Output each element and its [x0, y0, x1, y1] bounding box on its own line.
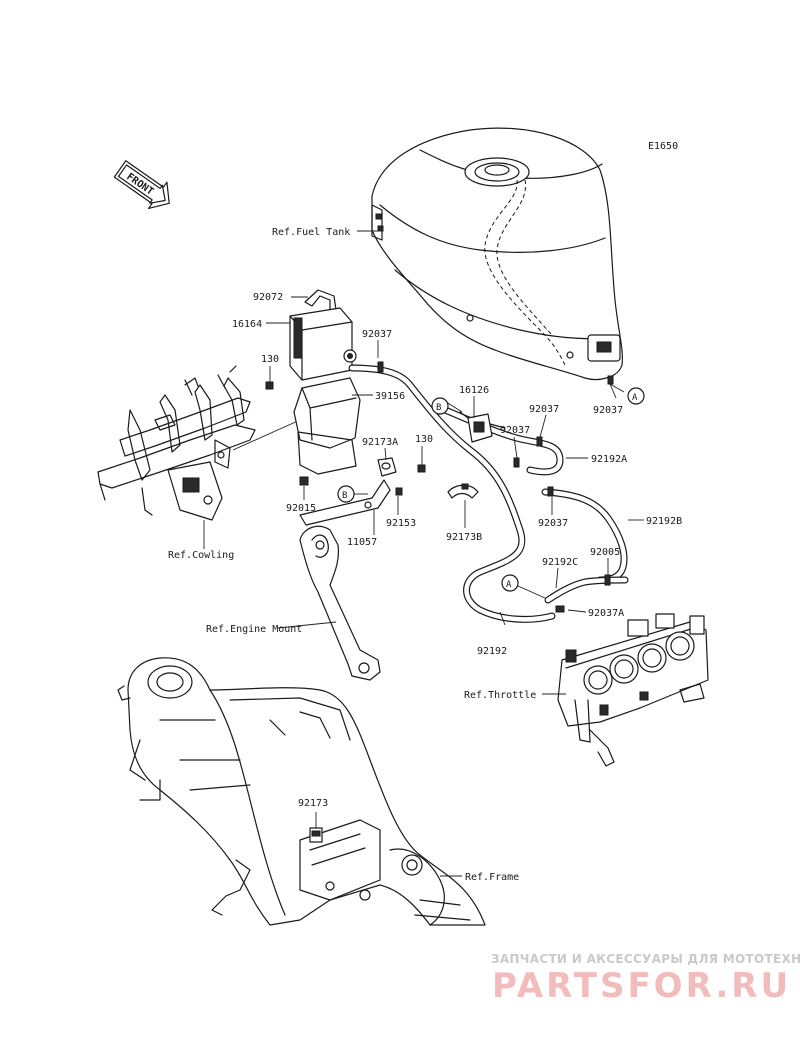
- label-ref-engine-mount: Ref.Engine Mount: [206, 624, 302, 635]
- label-92037-e: 92037: [538, 518, 568, 529]
- label-16164: 16164: [232, 319, 262, 330]
- label-16126: 16126: [459, 385, 489, 396]
- label-130-a: 130: [261, 354, 279, 365]
- label-92173a: 92173A: [362, 437, 398, 448]
- bolt-130b: [417, 464, 426, 473]
- label-92037a: 92037A: [588, 608, 624, 619]
- label-92005: 92005: [590, 547, 620, 558]
- cowling-bracket: [97, 365, 256, 521]
- svg-text:A: A: [506, 580, 512, 590]
- watermark-logo: PARTSFOR.RU: [492, 966, 792, 1006]
- bolt-130a: [265, 381, 274, 390]
- label-92192a: 92192A: [591, 454, 627, 465]
- grommet-92173a: [377, 457, 397, 477]
- callout-b-top: B: [431, 397, 449, 415]
- bolt-92153: [395, 487, 403, 496]
- label-92173b: 92173B: [446, 532, 482, 543]
- svg-text:B: B: [342, 491, 347, 501]
- label-92037-a: 92037: [362, 329, 392, 340]
- label-ref-fuel-tank: Ref.Fuel Tank: [272, 227, 350, 238]
- fuel-tank: [371, 127, 623, 381]
- svg-text:A: A: [632, 393, 638, 403]
- label-ref-frame: Ref.Frame: [465, 872, 519, 883]
- clip-92173b: [447, 483, 479, 499]
- engine-mount: [299, 525, 381, 681]
- label-11057: 11057: [347, 537, 377, 548]
- label-92037-b: 92037: [529, 404, 559, 415]
- label-92037-c: 92037: [500, 425, 530, 436]
- label-92037-d: 92037: [593, 405, 623, 416]
- grommet-92173: [309, 827, 323, 843]
- label-130-b: 130: [415, 434, 433, 445]
- label-92192: 92192: [477, 646, 507, 657]
- nut-92015: [299, 476, 309, 486]
- label-ref-throttle: Ref.Throttle: [464, 690, 536, 701]
- label-92015: 92015: [286, 503, 316, 514]
- valve-16126: [459, 411, 506, 443]
- throttle-body-assembly: [557, 613, 709, 767]
- label-39156: 39156: [375, 391, 405, 402]
- callout-a-top: A: [627, 387, 645, 405]
- hose-92192: [348, 364, 556, 623]
- label-92173: 92173: [298, 798, 328, 809]
- label-92192c: 92192C: [542, 557, 578, 568]
- svg-text:B: B: [436, 403, 441, 413]
- front-arrow-icon: FRONT: [113, 160, 170, 210]
- strap-92072: [304, 289, 337, 313]
- diagram-code: E1650: [648, 141, 678, 152]
- label-92153: 92153: [386, 518, 416, 529]
- watermark-tagline: ЗАПЧАСТИ И АКСЕССУАРЫ ДЛЯ МОТОТЕХНИКИ: [491, 952, 800, 966]
- label-ref-cowling: Ref.Cowling: [168, 550, 234, 561]
- label-92192b: 92192B: [646, 516, 682, 527]
- bracket-11057: [299, 479, 391, 526]
- callout-a-bottom: A: [501, 574, 519, 592]
- frame: [117, 657, 486, 926]
- canister-16164: [289, 307, 357, 381]
- callout-b-bottom: B: [337, 485, 355, 503]
- hose-92192c: [544, 576, 629, 604]
- bracket-39156: [293, 377, 361, 475]
- hose-clips: [377, 361, 614, 613]
- label-92072: 92072: [253, 292, 283, 303]
